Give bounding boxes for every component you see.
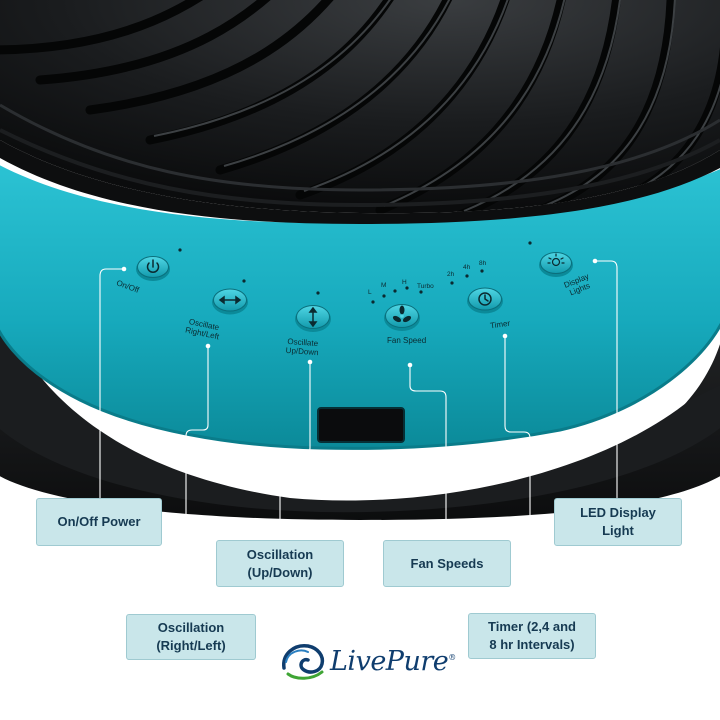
- speed-mark-medium: M: [381, 282, 387, 289]
- fan-speed-label: Fan Speed: [387, 336, 427, 345]
- leader-dots: [121, 258, 598, 368]
- control-buttons: [136, 252, 573, 333]
- oscillate-up-down-label: Oscillate Up/Down: [285, 336, 319, 358]
- timer-button[interactable]: [467, 287, 503, 314]
- oscillate-up-down-button[interactable]: [295, 305, 331, 333]
- speed-mark-turbo: Turbo: [417, 283, 434, 290]
- grill-rim: [0, 140, 720, 224]
- logo-wordmark: LivePure®: [330, 646, 456, 677]
- power-icon: [146, 259, 160, 274]
- double-arrow-vertical-icon: [308, 306, 318, 328]
- speed-mark-high: H: [402, 279, 407, 286]
- light-bulb-icon: [547, 253, 565, 267]
- livepure-logo: LivePure®: [278, 638, 456, 686]
- oscillate-right-left-button[interactable]: [212, 288, 248, 315]
- clock-icon: [478, 292, 492, 306]
- livepure-swirl-icon: [282, 644, 325, 680]
- fan-icon: [392, 305, 412, 323]
- callout-oscillation-right-left: Oscillation(Right/Left): [126, 614, 256, 660]
- leader-lines: [99, 260, 618, 614]
- timer-mark-2h: 2h: [447, 271, 455, 278]
- fan-speed-button[interactable]: [384, 304, 420, 332]
- double-arrow-horizontal-icon: [218, 295, 242, 305]
- power-button[interactable]: [136, 256, 170, 282]
- fan-grill: [0, 0, 720, 214]
- callout-fan-speeds: Fan Speeds: [383, 540, 511, 587]
- timer-mark-8h: 8h: [479, 260, 487, 267]
- callout-oscillation-up-down: Oscillation(Up/Down): [216, 540, 344, 587]
- control-band-edge: [0, 322, 720, 450]
- indicator-leds: [178, 241, 532, 304]
- control-band: [0, 165, 720, 449]
- speed-mark-low: L: [368, 289, 372, 296]
- timer-mark-4h: 4h: [463, 264, 471, 271]
- display-window: [317, 407, 405, 443]
- callout-on-off-power: On/Off Power: [36, 498, 162, 546]
- display-lights-button[interactable]: [539, 252, 573, 278]
